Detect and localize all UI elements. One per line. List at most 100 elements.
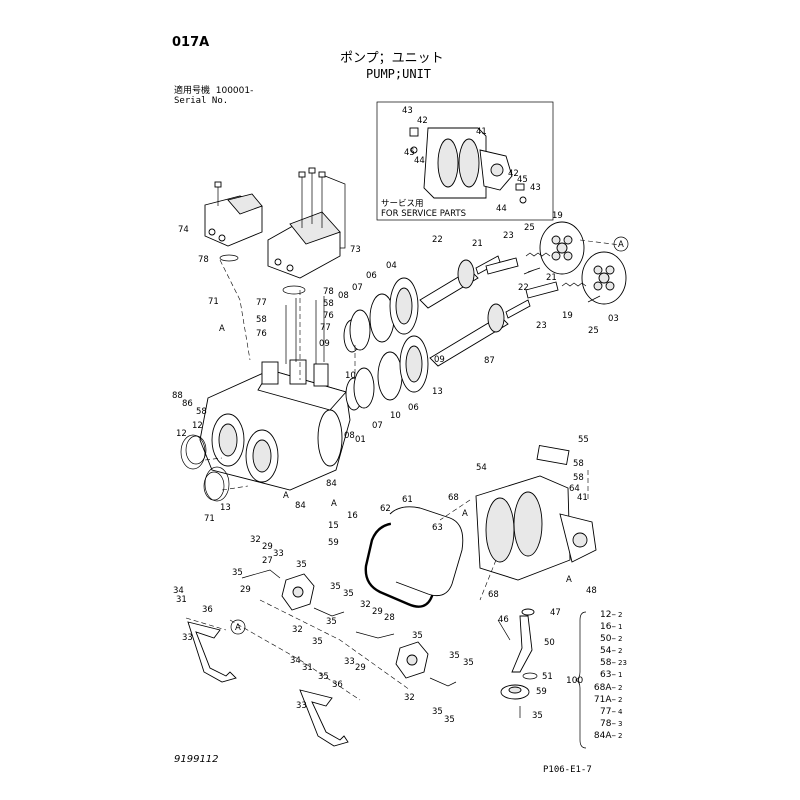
shaft-04 (419, 255, 501, 309)
callout: 71 (208, 297, 219, 307)
qty-row: 77–4 (590, 706, 636, 718)
callout: 16 (347, 511, 358, 521)
callout: 32 (404, 693, 415, 703)
callout: 21 (472, 239, 483, 249)
bracket-28 (395, 641, 429, 679)
qty-row: 84A–2 (590, 730, 636, 742)
callout: 12 (192, 421, 203, 431)
qty-row: 68A–2 (590, 682, 636, 694)
qty-value: 3 (618, 719, 623, 728)
callout: 35 (330, 582, 341, 592)
qty-value: 2 (618, 731, 623, 740)
page-reference: P106-E1-7 (543, 765, 592, 775)
serial-value: 100001- (215, 86, 254, 96)
service-label-jp: サービス用 (381, 199, 424, 209)
callout: 35 (343, 589, 354, 599)
callout: 78 (198, 255, 209, 265)
callout: 73 (350, 245, 361, 255)
cylinder-block-25-upper (539, 221, 585, 275)
ref-a: A (331, 499, 337, 509)
callout: 77 (320, 323, 331, 333)
callout: 34 (290, 656, 301, 666)
callout: 12 (176, 429, 187, 439)
callout: 62 (380, 504, 391, 514)
reference-markers: A A A A A A A (219, 236, 629, 635)
qty-row: 63–1 (590, 669, 636, 681)
plate-63 (389, 506, 464, 597)
callout: 22 (518, 283, 529, 293)
callout: 44 (414, 156, 425, 166)
callout: 35 (318, 672, 329, 682)
o-ring-78-lower (282, 285, 306, 295)
callout: 35 (449, 651, 460, 661)
pin-47 (497, 619, 511, 641)
callout: 07 (372, 421, 383, 431)
o-ring-12-upper (180, 434, 206, 470)
qty-part: 50– (600, 634, 616, 645)
callout: 41 (476, 127, 487, 137)
callout: 35 (296, 560, 307, 570)
callout: 35 (532, 711, 543, 721)
ref-a: A (566, 575, 572, 585)
assembly-dash-lines (229, 599, 411, 701)
snap-ring-13-upper (185, 435, 207, 465)
pipe-46 (511, 608, 535, 673)
callout: 68 (448, 493, 459, 503)
serial-label-jp-text: 適用号機 (174, 86, 211, 96)
qty-part: 77– (600, 706, 616, 717)
callout: 23 (503, 231, 514, 241)
serial-label-japanese: 適用号機 100001- (174, 87, 253, 96)
qty-row: 16–1 (590, 621, 636, 633)
qty-part: 71A– (593, 694, 616, 705)
callout: 88 (172, 391, 183, 401)
qty-part: 54– (600, 646, 616, 657)
qty-part: 58– (600, 658, 616, 669)
qty-value: 2 (618, 695, 623, 704)
spring-23-lower (561, 282, 587, 287)
callout: 34 (173, 586, 184, 596)
callout: 15 (328, 521, 339, 531)
callout: 35 (463, 658, 474, 668)
callout: 31 (176, 595, 187, 605)
qty-part: 68A– (593, 682, 616, 693)
callout: 43 (402, 106, 413, 116)
regulator-73 (267, 167, 346, 279)
callout: 13 (432, 387, 443, 397)
callout: 33 (344, 657, 355, 667)
callout: 25 (524, 223, 535, 233)
qty-row: 54–2 (590, 645, 636, 657)
callout: 58 (323, 299, 334, 309)
callout: 32 (360, 600, 371, 610)
callout: 28 (384, 613, 395, 623)
link-29-c (355, 631, 395, 639)
callout: 77 (256, 298, 267, 308)
ref-a: A (618, 240, 624, 250)
callout: 42 (417, 116, 428, 126)
link-29-d (429, 677, 457, 687)
cylinder-block-25-lower (581, 251, 627, 305)
callout-labels: 43 42 45 44 41 42 45 43 44 74 73 78 78 7… (172, 106, 619, 725)
piston-21-lower (525, 281, 559, 299)
callout: 06 (366, 271, 377, 281)
callout: 54 (476, 463, 487, 473)
callout: 64 (569, 484, 580, 494)
callout: 09 (434, 355, 445, 365)
qty-row: 78–3 (590, 718, 636, 730)
callout: 35 (432, 707, 443, 717)
callout: 06 (408, 403, 419, 413)
callout: 76 (323, 311, 334, 321)
ref-a: A (462, 509, 468, 519)
qty-value: 2 (618, 683, 623, 692)
connection-dash-lines (219, 259, 589, 601)
qty-value: 1 (618, 623, 623, 632)
callout: 68 (488, 590, 499, 600)
callout: 25 (588, 326, 599, 336)
qty-value: 2 (618, 611, 623, 619)
page-code: 017A (172, 35, 210, 50)
qty-value: 23 (618, 659, 627, 668)
callout: 41 (577, 493, 588, 503)
shaft-03 (429, 299, 531, 367)
qty-value: 4 (618, 707, 623, 716)
